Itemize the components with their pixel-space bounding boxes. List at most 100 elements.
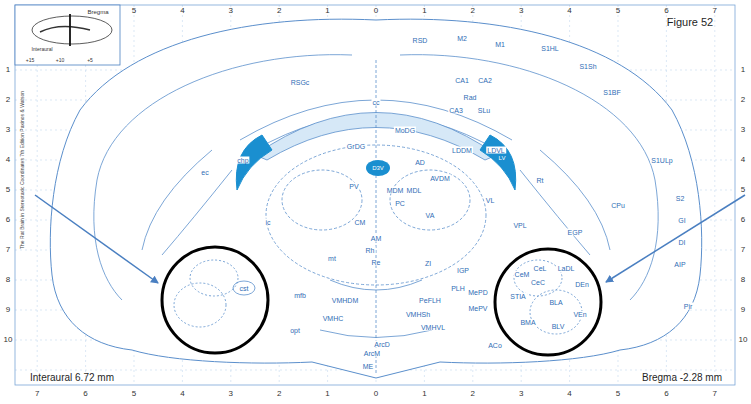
ruler-number: 9	[6, 306, 10, 314]
structure-label: ic	[264, 219, 271, 226]
ruler-number: 1	[6, 66, 10, 74]
structure-label: PV	[348, 183, 359, 190]
atlas-line-art	[714, 5, 715, 385]
region-label: DEn	[574, 281, 590, 288]
copyright-note: The Rat Brain in Stereotaxic Coordinates…	[20, 91, 25, 249]
region-label: STIA	[509, 293, 527, 300]
ruler-number: 6	[6, 216, 10, 224]
inset-label: Bregma	[87, 9, 108, 15]
structure-label: M2	[456, 35, 468, 42]
structure-label: Rh	[365, 247, 376, 254]
atlas-line-art	[400, 55, 658, 300]
region-label: cst	[239, 285, 250, 292]
ruler-number: 4	[6, 156, 10, 164]
ruler-number: 5	[132, 390, 136, 398]
structure-label: VMHC	[322, 315, 345, 322]
ruler-number: 6	[664, 7, 668, 15]
structure-label: S1BF	[602, 89, 622, 96]
ruler-number: 0	[374, 7, 378, 15]
structure-label: AIP	[673, 261, 686, 268]
structure-label: GI	[677, 217, 686, 224]
region-label: CeM	[514, 271, 531, 278]
region-circle: CeMCeLLaDLDEnCeCSTIABLAVEnBMABLV	[493, 247, 603, 357]
structure-label: PLH	[450, 285, 466, 292]
ruler-number: 3	[6, 126, 10, 134]
atlas-line-art	[94, 55, 658, 375]
ruler-number: 10	[4, 336, 13, 344]
structure-label: CA1	[454, 77, 470, 84]
structure-label: Re	[371, 259, 382, 266]
ruler-number: 3	[229, 7, 233, 15]
atlas-line-art	[15, 5, 735, 385]
structure-label: LDDM	[451, 147, 473, 154]
structure-label: S2	[675, 195, 686, 202]
structure-label: VA	[425, 212, 436, 219]
inset-label: +10	[56, 58, 64, 63]
ruler-number: 7	[35, 390, 39, 398]
structure-label: ZI	[424, 260, 432, 267]
position-note: Bregma -2.28 mm	[642, 373, 722, 383]
atlas-line-art	[520, 170, 590, 255]
ruler-number: 5	[741, 186, 745, 194]
circle-outline	[162, 247, 268, 353]
ruler-number: 9	[741, 306, 745, 314]
inset-label: +5	[87, 58, 93, 63]
ruler-number: 5	[616, 390, 620, 398]
ruler-number: 7	[713, 390, 717, 398]
ruler-number: 4	[180, 390, 184, 398]
atlas-line-art	[162, 170, 232, 255]
ruler-number: 8	[6, 276, 10, 284]
inset-label: Interaural	[31, 47, 52, 52]
ruler-number: 2	[6, 96, 10, 104]
atlas-line-art	[233, 281, 255, 295]
ruler-number: 3	[741, 126, 745, 134]
structure-label: MoDG	[394, 127, 416, 134]
atlas-line-art	[15, 5, 735, 385]
structure-label: CA3	[448, 107, 464, 114]
structure-label: ArcM	[363, 350, 381, 357]
region-label: BLA	[548, 299, 563, 306]
structure-label: mt	[327, 255, 337, 262]
structure-label: Rt	[536, 177, 545, 184]
region-label: LaDL	[557, 265, 576, 272]
atlas-line-art	[236, 135, 272, 190]
region-label: VEn	[572, 311, 587, 318]
structure-label: VMHSh	[405, 311, 431, 318]
circle-outline	[160, 245, 270, 355]
atlas-line-art	[390, 170, 470, 230]
ruler-number: 4	[741, 156, 745, 164]
structure-label: MDL	[406, 187, 423, 194]
atlas-line-art	[15, 5, 120, 65]
structure-label: S1ULp	[650, 157, 673, 164]
structure-label: LV	[498, 155, 507, 161]
atlas-line-art	[366, 160, 390, 176]
atlas-line-art	[40, 26, 90, 32]
structure-label: EGP	[567, 229, 584, 236]
ruler-number: 7	[713, 7, 717, 15]
structure-label: Rad	[463, 94, 478, 101]
ruler-number: 4	[180, 7, 184, 15]
structure-label: ec	[200, 169, 209, 176]
ruler-number: 1	[741, 66, 745, 74]
structure-label: S1HL	[540, 45, 560, 52]
atlas-line-art	[190, 260, 238, 296]
ruler-number: 10	[739, 336, 748, 344]
atlas-line-art	[282, 170, 362, 230]
ruler-number: 3	[519, 390, 523, 398]
circle-outline	[495, 249, 601, 355]
ruler-number: 5	[132, 7, 136, 15]
ruler-number: 2	[471, 390, 475, 398]
structure-label: VPL	[512, 222, 527, 229]
structure-label: opt	[289, 327, 301, 334]
atlas-line-art	[142, 150, 212, 250]
structure-label: S1Sh	[578, 63, 597, 70]
structure-label: chp	[236, 157, 249, 164]
atlas-line-art	[35, 195, 158, 283]
ruler-number: 6	[83, 390, 87, 398]
structure-label: RSD	[412, 37, 429, 44]
structure-label: ArcD	[373, 341, 391, 348]
position-note: Interaural 6.72 mm	[30, 373, 114, 383]
figure-title: Figure 52	[667, 17, 713, 28]
structure-label: CPu	[610, 202, 626, 209]
